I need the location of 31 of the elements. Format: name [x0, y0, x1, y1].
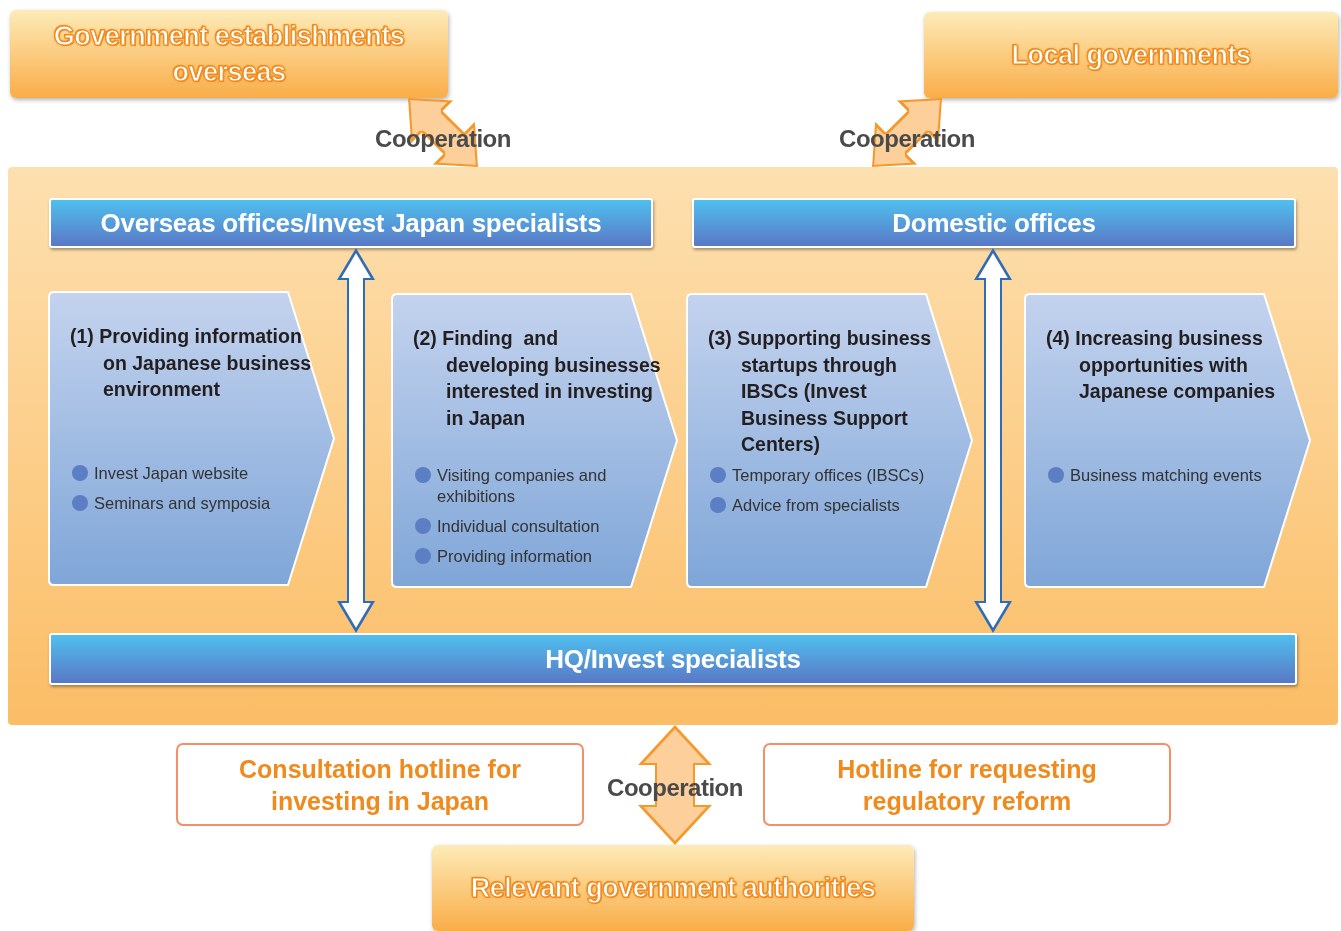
bullet-item: Individual consultation	[415, 516, 637, 537]
box-title: Government establishments overseas	[52, 20, 406, 89]
step-heading: (3) Supporting business startups through IBSCs (Invest Business Support Centers)	[708, 326, 933, 457]
step-heading: (4) Increasing business opportunities with Japanese companies	[1046, 326, 1277, 404]
header-bar	[49, 633, 1297, 685]
bullet-item: Business matching events	[1048, 465, 1270, 486]
bullet-item: Seminars and symposia	[72, 493, 294, 514]
main-panel	[8, 167, 1338, 725]
box-title: Consultation hotline for investing in Japan	[238, 753, 522, 817]
box-title: Overseas offices/Invest Japan specialists	[100, 207, 602, 239]
bullet-item: Visiting companies and exhibitions	[415, 465, 637, 507]
block-arrow	[337, 248, 375, 633]
bullet-item: Invest Japan website	[72, 463, 294, 484]
box-title: Domestic offices	[892, 207, 1096, 239]
step-heading: (2) Finding and developing businesses interested in investing in Japan	[413, 326, 661, 431]
bullet-item: Temporary offices (IBSCs)	[710, 465, 932, 486]
box-title: Local governments	[1011, 39, 1251, 72]
header-bar	[49, 198, 653, 248]
block-arrow	[974, 248, 1012, 633]
step-heading: (1) Providing information on Japanese business environment	[70, 324, 313, 402]
hotline-box	[176, 743, 584, 826]
header-bar	[692, 198, 1296, 248]
partner-box	[432, 845, 914, 931]
box-title: Relevant government authorities	[470, 872, 876, 905]
bullet-item: Providing information	[415, 546, 637, 567]
partner-box	[10, 10, 448, 98]
partner-box	[924, 12, 1338, 98]
bullet-item: Advice from specialists	[710, 495, 932, 516]
box-title: HQ/Invest specialists	[545, 643, 801, 675]
hotline-box	[763, 743, 1171, 826]
box-title: Hotline for requesting regulatory reform	[836, 753, 1098, 817]
